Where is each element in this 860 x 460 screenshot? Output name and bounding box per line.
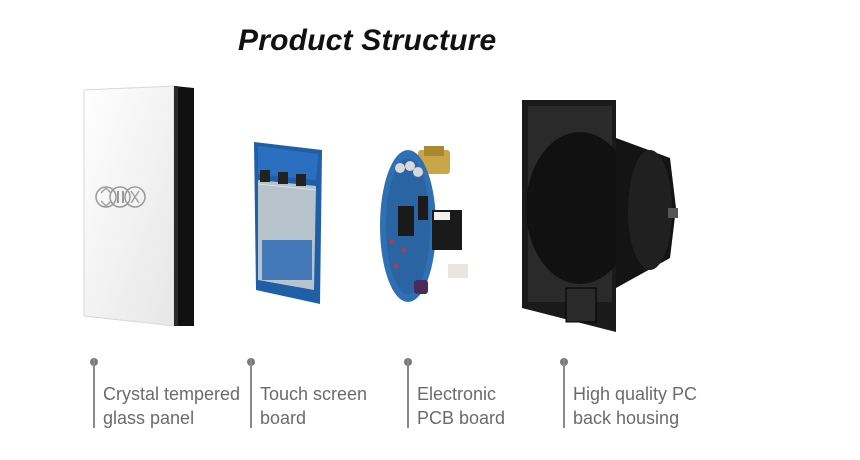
caption-line-1: High quality PC bbox=[573, 384, 698, 404]
touch-board-image bbox=[254, 142, 322, 304]
caption-line-2: board bbox=[260, 408, 307, 428]
page-title: Product Structure bbox=[238, 24, 497, 57]
caption-line-1: Electronic bbox=[417, 384, 497, 404]
pcb-board-image bbox=[380, 146, 468, 302]
caption-line-1: Crystal tempered bbox=[103, 384, 241, 404]
close-icon bbox=[124, 186, 146, 208]
caption-line-2: PCB board bbox=[417, 408, 506, 428]
caption-line bbox=[250, 358, 252, 428]
caption-line-1: Touch screen bbox=[260, 384, 368, 404]
open-icon bbox=[95, 186, 117, 208]
back-housing-image bbox=[522, 100, 678, 332]
caption-line bbox=[93, 358, 95, 428]
caption-line bbox=[407, 358, 409, 428]
caption-line-2: glass panel bbox=[103, 408, 195, 428]
pause-icon bbox=[109, 186, 131, 208]
glass-panel-image bbox=[83, 85, 194, 327]
caption-line-2: back housing bbox=[573, 408, 680, 428]
caption-line bbox=[563, 358, 565, 428]
